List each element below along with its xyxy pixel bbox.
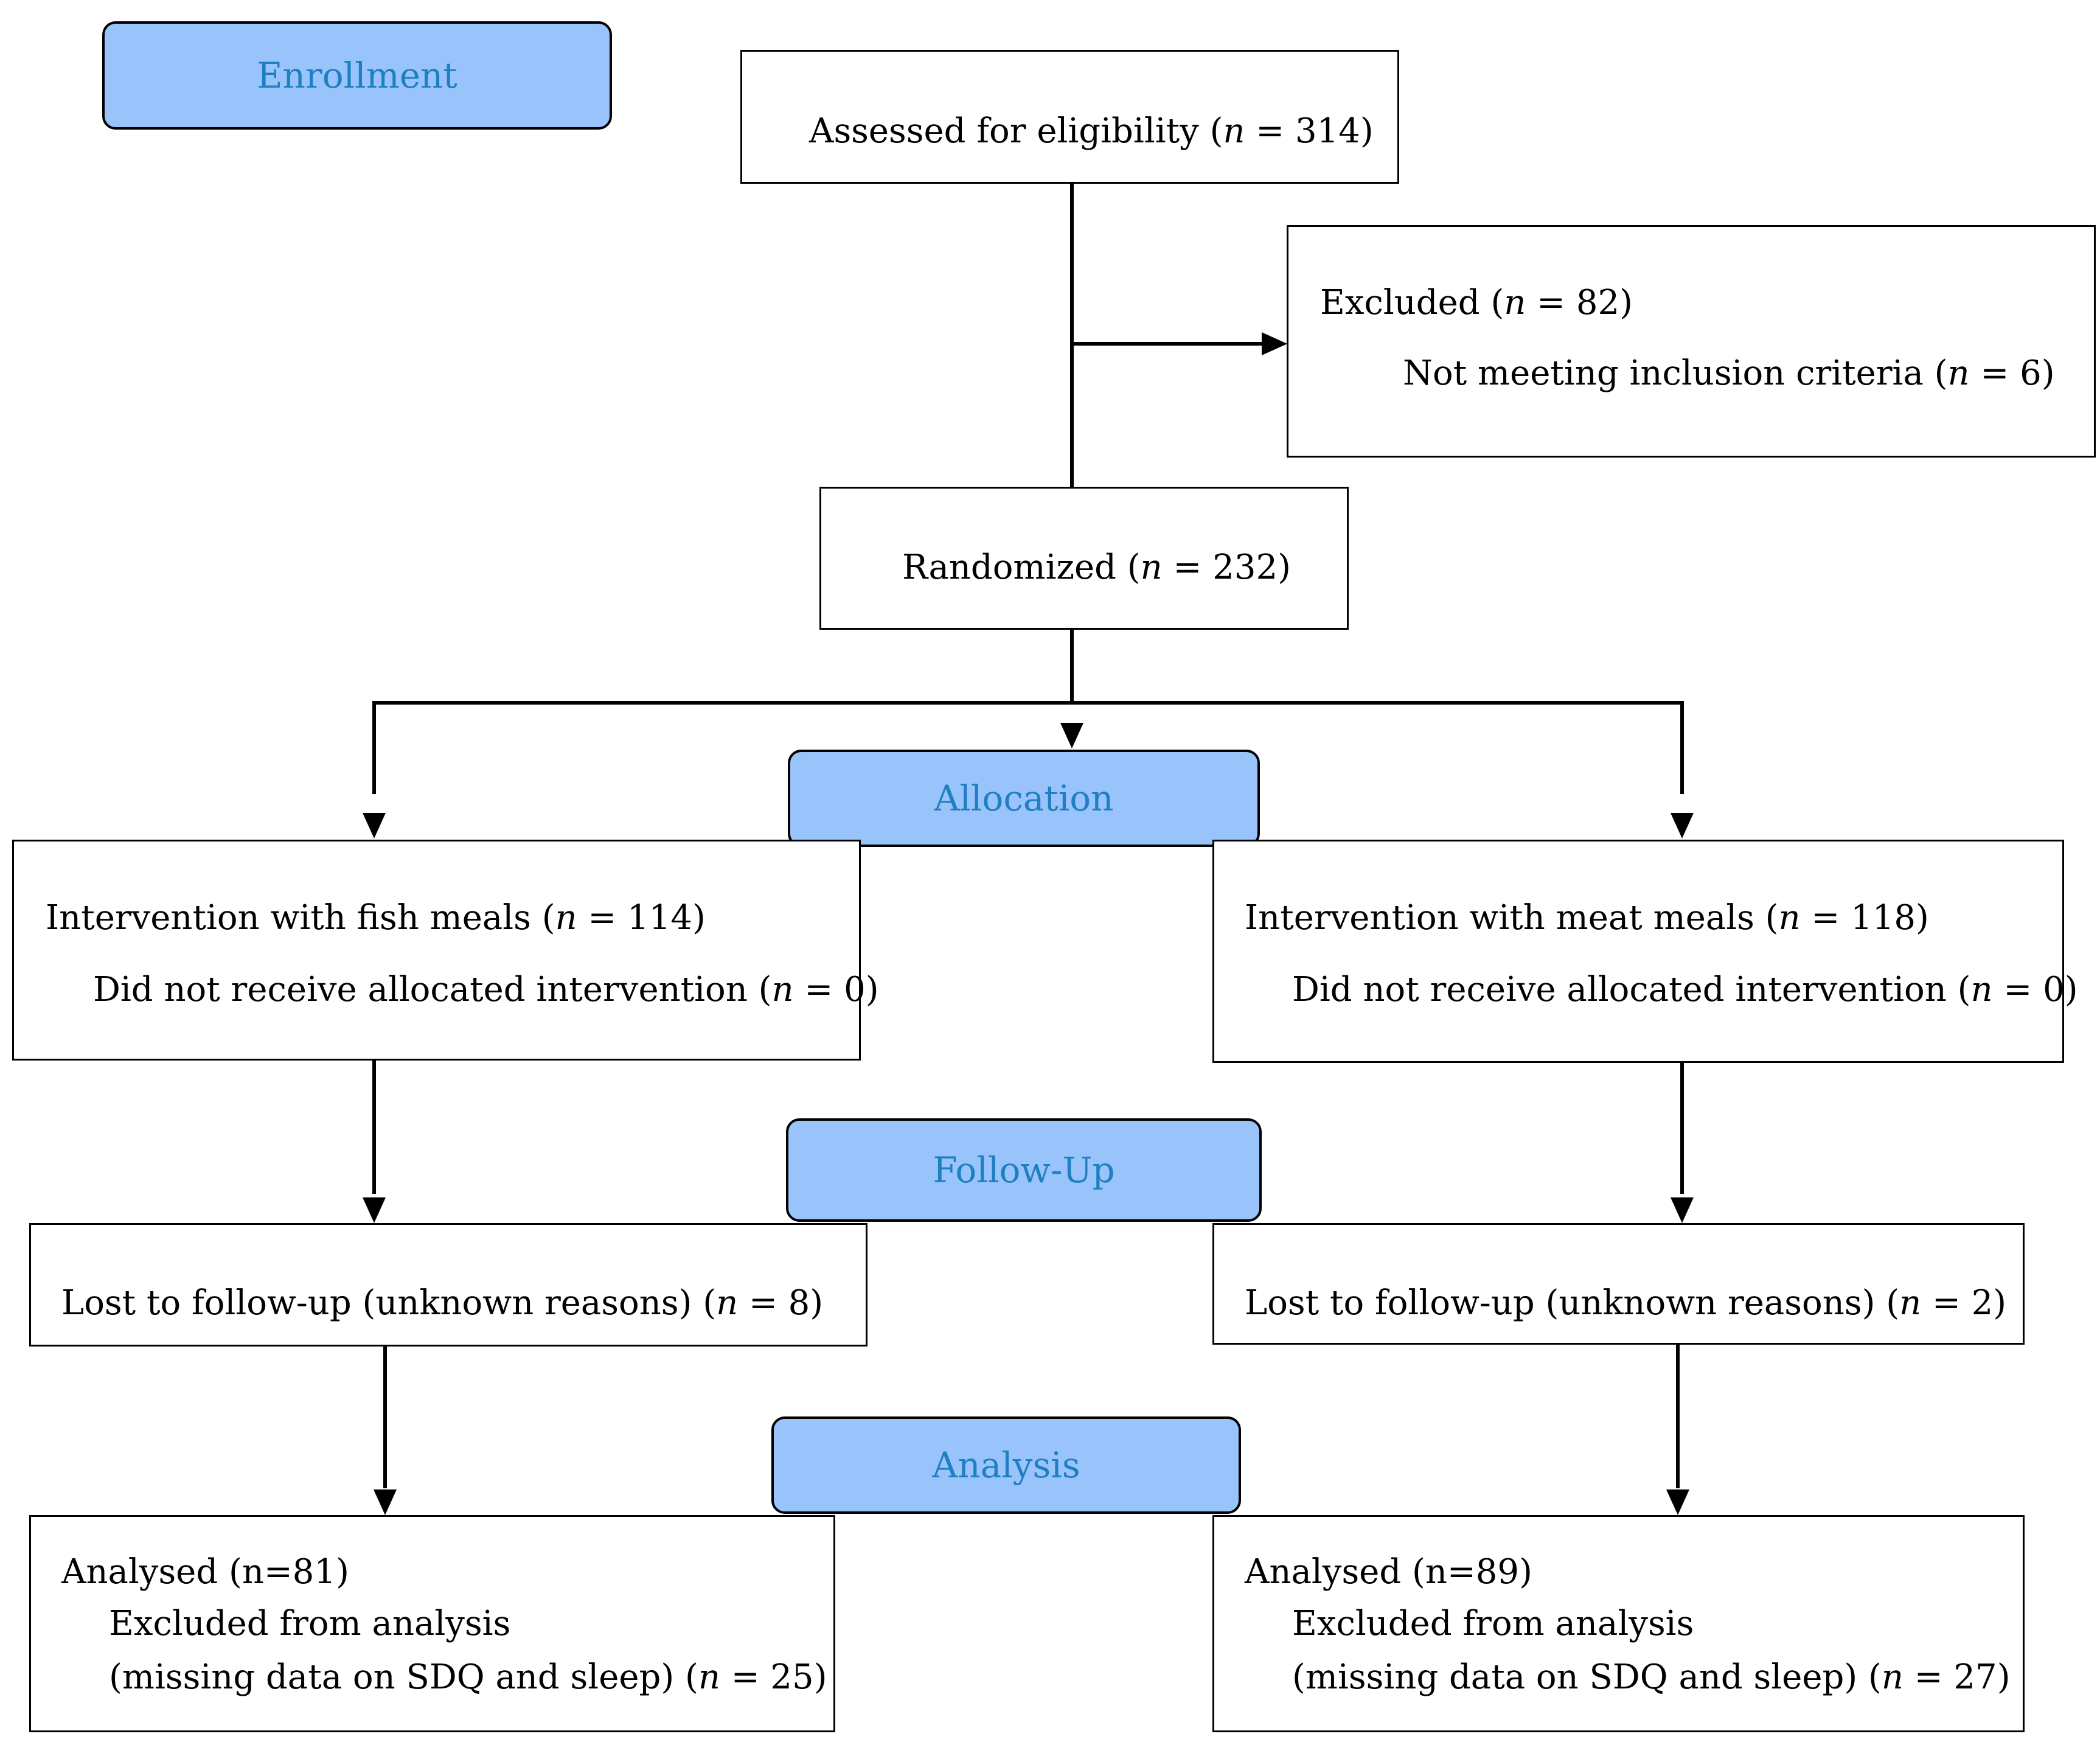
meat-intervention-text: Intervention with meat meals (n = 118) <box>1245 898 1929 938</box>
arrow-head-excluded <box>1262 332 1287 355</box>
randomized-text: Randomized (n = 232) <box>902 548 1291 587</box>
meat-analysed-text: Analysed (n=89) <box>1245 1552 1532 1592</box>
meat-lost-text: Lost to follow-up (unknown reasons) (n =… <box>1245 1283 2007 1323</box>
meat-intervention-box: Intervention with meat meals (n = 118) D… <box>1212 840 2078 1063</box>
meat-excluded-reason: (missing data on SDQ and sleep) (n = 27) <box>1292 1657 2011 1697</box>
stage-follow-up-label: Follow-Up <box>933 1149 1115 1191</box>
stage-follow-up: Follow-Up <box>786 1118 1262 1222</box>
fish-analysed-text: Analysed (n=81) <box>61 1552 349 1592</box>
excluded-reason: Not meeting inclusion criteria (n = 6) <box>1403 354 2055 393</box>
meat-excluded-title: Excluded from analysis <box>1292 1604 1694 1643</box>
fish-not-received-text: Did not receive allocated intervention (… <box>93 970 879 1009</box>
assessed-box: Assessed for eligibility (n = 314) <box>740 50 1399 184</box>
stage-allocation: Allocation <box>788 750 1260 847</box>
fish-excluded-title: Excluded from analysis <box>109 1604 511 1643</box>
arrow-head-fish-lost <box>363 1197 386 1223</box>
assessed-text: Assessed for eligibility (n = 314) <box>809 111 1374 151</box>
arrow-head-meat <box>1671 813 1694 838</box>
excluded-title: Excluded (n = 82) <box>1320 283 1633 322</box>
arrow-head-meat-analysed <box>1666 1489 1689 1515</box>
excluded-box: Excluded (n = 82) Not meeting inclusion … <box>1287 225 2096 458</box>
arrow-head-fish <box>363 813 386 838</box>
fish-intervention-text: Intervention with fish meals (n = 114) <box>46 898 706 938</box>
arrow-head-meat-lost <box>1671 1197 1694 1223</box>
stage-enrollment: Enrollment <box>102 21 612 130</box>
fish-excluded-reason: (missing data on SDQ and sleep) (n = 25) <box>109 1657 827 1697</box>
stage-analysis: Analysis <box>771 1416 1241 1514</box>
randomized-box: Randomized (n = 232) <box>819 487 1349 630</box>
stage-analysis-label: Analysis <box>932 1444 1080 1486</box>
fish-lost-box: Lost to follow-up (unknown reasons) (n =… <box>29 1223 867 1347</box>
split-line <box>372 701 1684 794</box>
stage-allocation-label: Allocation <box>934 778 1114 819</box>
meat-not-received-text: Did not receive allocated intervention (… <box>1292 970 2078 1009</box>
meat-lost-box: Lost to follow-up (unknown reasons) (n =… <box>1212 1223 2025 1345</box>
fish-analysed-box: Analysed (n=81) Excluded from analysis (… <box>29 1515 835 1732</box>
stage-enrollment-label: Enrollment <box>257 55 457 96</box>
fish-intervention-box: Intervention with fish meals (n = 114) D… <box>12 840 879 1061</box>
fish-lost-text: Lost to follow-up (unknown reasons) (n =… <box>61 1283 824 1323</box>
meat-analysed-box: Analysed (n=89) Excluded from analysis (… <box>1212 1515 2025 1732</box>
arrow-head-allocation <box>1060 723 1083 748</box>
arrow-head-fish-analysed <box>374 1489 397 1515</box>
